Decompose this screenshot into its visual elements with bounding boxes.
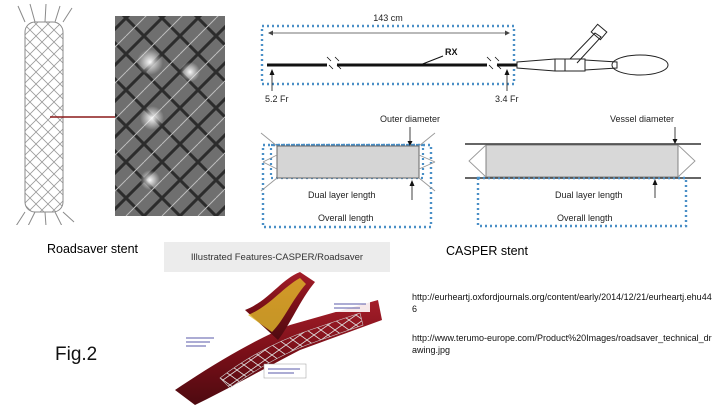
- annotation-tag-left: [182, 334, 220, 348]
- casper-panel-left: [260, 132, 436, 229]
- vessel-stent-illustration: [175, 272, 382, 405]
- overall-length-right: Overall length: [557, 213, 613, 223]
- feature-banner-title: Illustrated Features-CASPER/Roadsaver: [190, 251, 364, 263]
- roadsaver-caption: Roadsaver stent: [47, 242, 139, 256]
- outer-diameter-label: Outer diameter: [380, 114, 440, 124]
- overall-length-left: Overall length: [318, 213, 374, 223]
- total-length-label: 143 cm: [373, 13, 403, 23]
- stent-in-vessel: [219, 312, 364, 389]
- distal-size-label: 5.2 Fr: [265, 94, 289, 104]
- delivery-catheter: [267, 55, 517, 70]
- catheter-handle: [516, 23, 669, 76]
- annotation-tag-bottom: [263, 363, 307, 379]
- roadsaver-stent-photo: [16, 3, 225, 225]
- annotation-tag-top: [330, 300, 370, 312]
- figure-label: Fig.2: [55, 344, 98, 365]
- casper-technical-drawing: 143 cm RX 5.2 Fr 3.4 Fr Outer diameter D…: [260, 13, 701, 229]
- dual-layer-length-right: Dual layer length: [555, 190, 623, 200]
- stent-body: [16, 3, 75, 225]
- casper-panel-right: [465, 143, 701, 228]
- source-link-terumo[interactable]: http://www.terumo-europe.com/Product%20I…: [412, 333, 712, 355]
- casper-caption: CASPER stent: [446, 244, 528, 258]
- dual-layer-length-left: Dual layer length: [308, 190, 376, 200]
- catheter-length-dotted-box: [260, 24, 516, 86]
- vessel-diameter-label: Vessel diameter: [610, 114, 674, 124]
- feature-banner: Illustrated Features-CASPER/Roadsaver: [164, 242, 390, 272]
- rx-label: RX: [445, 47, 458, 57]
- source-link-eurheartj[interactable]: http://eurheartj.oxfordjournals.org/cont…: [412, 292, 712, 314]
- proximal-size-label: 3.4 Fr: [495, 94, 519, 104]
- mesh-closeup-image: [115, 16, 225, 216]
